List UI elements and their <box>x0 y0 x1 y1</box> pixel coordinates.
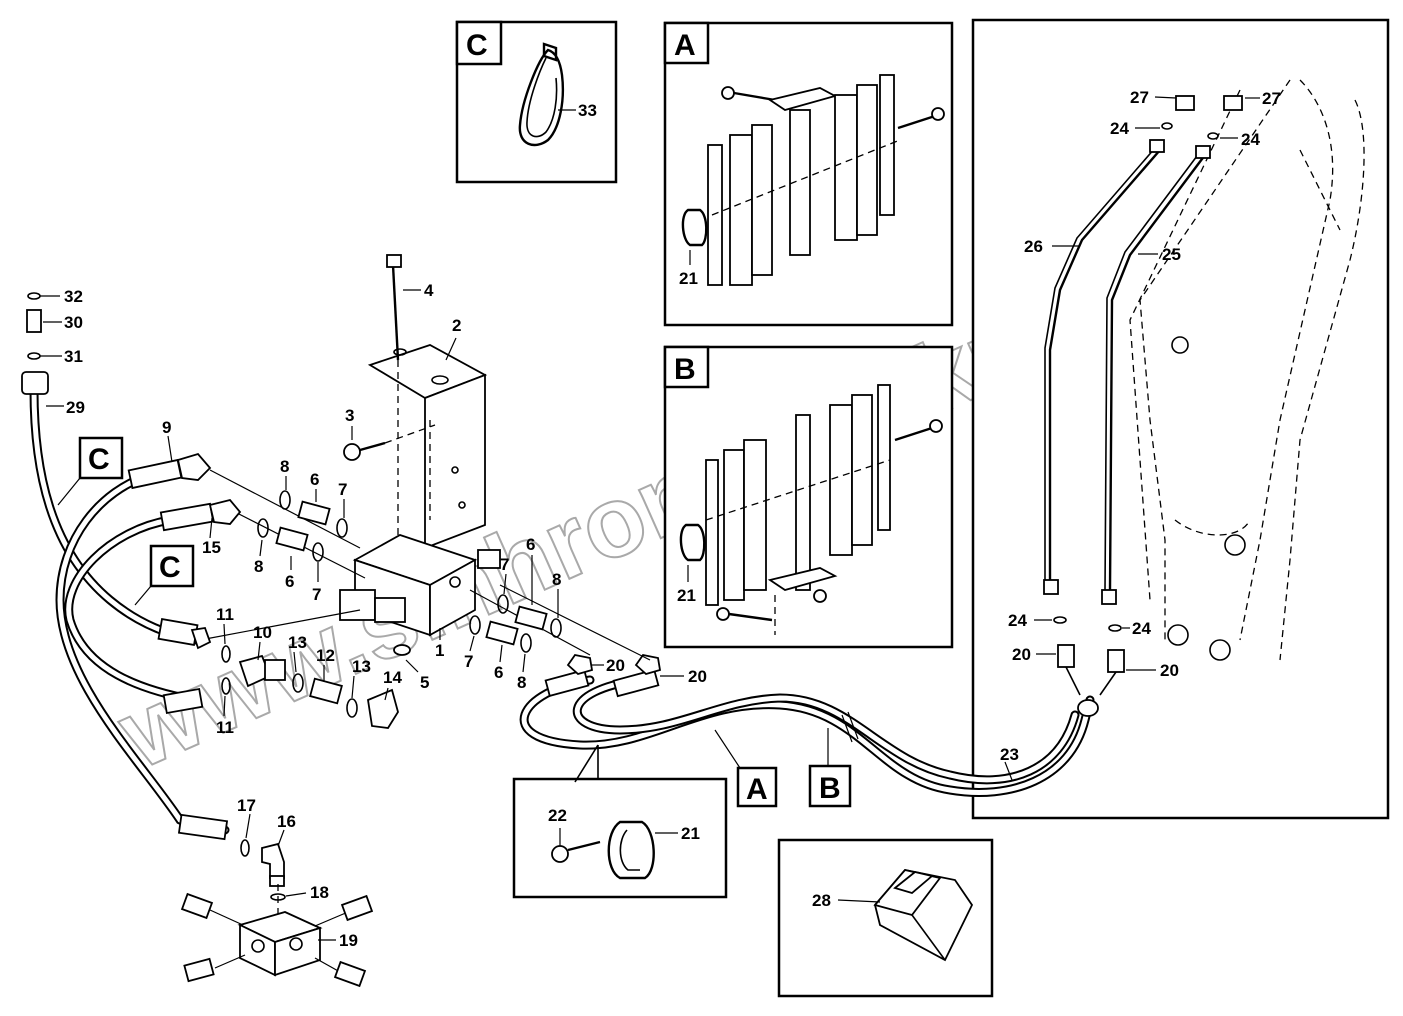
fitting-row-right <box>469 584 651 661</box>
callout-22: 22 <box>548 806 567 825</box>
callout-8-c: 8 <box>552 570 561 589</box>
bracket-2 <box>367 344 488 550</box>
detail-letter-c: C <box>466 29 488 62</box>
callout-1: 1 <box>435 641 444 660</box>
callout-27-right: 27 <box>1262 89 1281 108</box>
callout-21-a: 21 <box>679 269 698 288</box>
rocker-switch-icon <box>873 869 974 962</box>
callout-26: 26 <box>1024 237 1043 256</box>
callout-13-b: 13 <box>352 657 371 676</box>
elbow-16 <box>261 842 285 887</box>
detail-box-b: B 21 <box>663 345 954 649</box>
callout-11-b: 11 <box>216 718 234 737</box>
callout-6-d: 6 <box>494 663 503 682</box>
callout-33: 33 <box>578 101 597 120</box>
tag-a: A <box>736 766 778 808</box>
callout-16: 16 <box>277 812 296 831</box>
callout-24-d: 24 <box>1132 619 1151 638</box>
clip-detail-box: 22 21 <box>512 744 728 899</box>
callout-30: 30 <box>64 313 83 332</box>
detail-letter-a: A <box>674 29 696 62</box>
callout-13-a: 13 <box>288 633 307 652</box>
callout-6-b: 6 <box>285 572 294 591</box>
fitting-row-upper <box>209 469 366 579</box>
tag-c-upper: C <box>57 436 124 506</box>
tag-c-lower: C <box>134 544 195 606</box>
callout-20-c: 20 <box>1012 645 1031 664</box>
callout-5: 5 <box>420 673 429 692</box>
svg-text:B: B <box>819 772 841 805</box>
hose-29 <box>21 371 212 650</box>
cable-tie-icon <box>518 42 565 147</box>
callout-18: 18 <box>310 883 329 902</box>
callout-12: 12 <box>316 646 335 665</box>
clip-icon <box>607 820 655 880</box>
clip-icon <box>679 523 706 562</box>
detail-box-a: A 21 <box>663 21 954 327</box>
switch-detail-box: 28 <box>777 838 994 998</box>
callout-8-a: 8 <box>280 457 289 476</box>
bolt-icon <box>551 840 601 863</box>
hose-23 <box>519 675 1099 797</box>
callout-8-b: 8 <box>254 557 263 576</box>
callout-21-c: 21 <box>681 824 700 843</box>
callout-4: 4 <box>424 281 434 300</box>
callout-23: 23 <box>1000 745 1019 764</box>
clamp-block-icon <box>707 74 895 286</box>
bolt-icon <box>721 86 776 102</box>
callout-14: 14 <box>383 668 402 687</box>
fitting-row-lower <box>199 609 399 729</box>
tag-b: B <box>808 764 852 808</box>
hose-9 <box>55 452 230 841</box>
fitting-icon <box>1043 95 1243 673</box>
callout-9: 9 <box>162 418 171 437</box>
callout-7-d: 7 <box>464 652 473 671</box>
detail-letter-b: B <box>674 353 696 386</box>
callout-15: 15 <box>202 538 221 557</box>
callout-24-a: 24 <box>1110 119 1129 138</box>
callout-19: 19 <box>339 931 358 950</box>
callout-17: 17 <box>237 796 256 815</box>
manifold-19 <box>180 892 374 988</box>
clamp-block-icon <box>705 384 891 606</box>
callout-20-b: 20 <box>688 667 707 686</box>
boom-detail-box: 27 27 24 24 26 25 24 24 20 20 <box>971 18 1390 820</box>
callout-28: 28 <box>812 891 831 910</box>
callout-24-b: 24 <box>1241 130 1260 149</box>
callout-11-a: 11 <box>216 605 234 624</box>
callout-3: 3 <box>345 406 354 425</box>
svg-text:C: C <box>159 551 181 584</box>
callout-29: 29 <box>66 398 85 417</box>
callout-25: 25 <box>1162 245 1181 264</box>
valve-block-1 <box>339 534 501 637</box>
callout-2: 2 <box>452 316 461 335</box>
callout-7-c: 7 <box>500 555 509 574</box>
hose-15 <box>64 498 242 715</box>
callout-6-a: 6 <box>310 470 319 489</box>
callout-27-left: 27 <box>1130 88 1149 107</box>
svg-text:A: A <box>746 773 768 806</box>
bolt-icon <box>716 607 773 622</box>
callout-7-a: 7 <box>338 480 347 499</box>
callout-10: 10 <box>253 623 272 642</box>
callout-20-d: 20 <box>1160 661 1179 680</box>
boom-outline <box>1129 79 1365 661</box>
callout-32: 32 <box>64 287 83 306</box>
svg-text:C: C <box>88 443 110 476</box>
callout-21-b: 21 <box>677 586 696 605</box>
detail-box-c: C 33 <box>455 20 618 184</box>
fittings-29-32 <box>26 292 42 360</box>
callout-6-c: 6 <box>526 535 535 554</box>
clip-icon <box>681 208 708 247</box>
bolt-3: 3 <box>343 406 436 461</box>
callout-24-c: 24 <box>1008 611 1027 630</box>
callout-7-b: 7 <box>312 585 321 604</box>
fitting-20 <box>544 654 662 698</box>
callout-8-d: 8 <box>517 673 526 692</box>
callout-31: 31 <box>64 347 83 366</box>
callout-20-a: 20 <box>606 656 625 675</box>
